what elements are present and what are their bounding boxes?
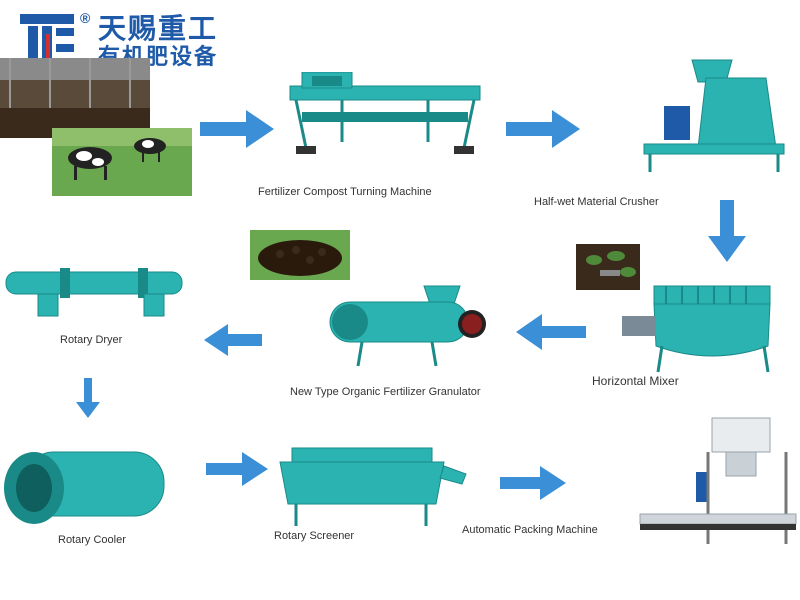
arrow-down-icon (708, 200, 746, 262)
rotary-screener-icon (279, 447, 467, 526)
label-rotary-dryer: Rotary Dryer (60, 334, 123, 346)
arrow-left-icon (516, 314, 586, 350)
arrow-right-icon (500, 466, 566, 500)
arrow-down-icon (76, 378, 100, 418)
rotary-dryer-icon (5, 268, 183, 317)
label-granulator: New Type Organic Fertilizer Granulator (290, 386, 481, 398)
label-crusher: Half-wet Material Crusher (534, 196, 659, 208)
rotary-cooler-icon (4, 451, 165, 524)
label-rotary-cooler: Rotary Cooler (58, 534, 126, 546)
compost-turner-icon (289, 72, 481, 154)
label-compost-turner: Fertilizer Compost Turning Machine (258, 186, 432, 198)
arrow-left-icon (204, 324, 262, 356)
arrow-right-icon (506, 110, 580, 148)
fertilizer-granules-photo-icon (250, 230, 350, 280)
packing-machine-icon (639, 417, 797, 544)
plants-photo-icon (576, 244, 640, 290)
registered-mark: ® (80, 10, 91, 26)
brand-name: 天赐重工 (98, 13, 219, 44)
label-packing-machine: Automatic Packing Machine (462, 524, 598, 536)
farm-photo-icon (0, 58, 192, 196)
horizontal-mixer-icon (622, 285, 771, 373)
label-rotary-screener: Rotary Screener (274, 530, 355, 542)
arrow-right-icon (200, 110, 274, 148)
label-horizontal-mixer: Horizontal Mixer (592, 374, 679, 388)
granulator-icon (329, 285, 486, 367)
arrow-right-icon (206, 452, 268, 486)
crusher-icon (643, 59, 785, 172)
